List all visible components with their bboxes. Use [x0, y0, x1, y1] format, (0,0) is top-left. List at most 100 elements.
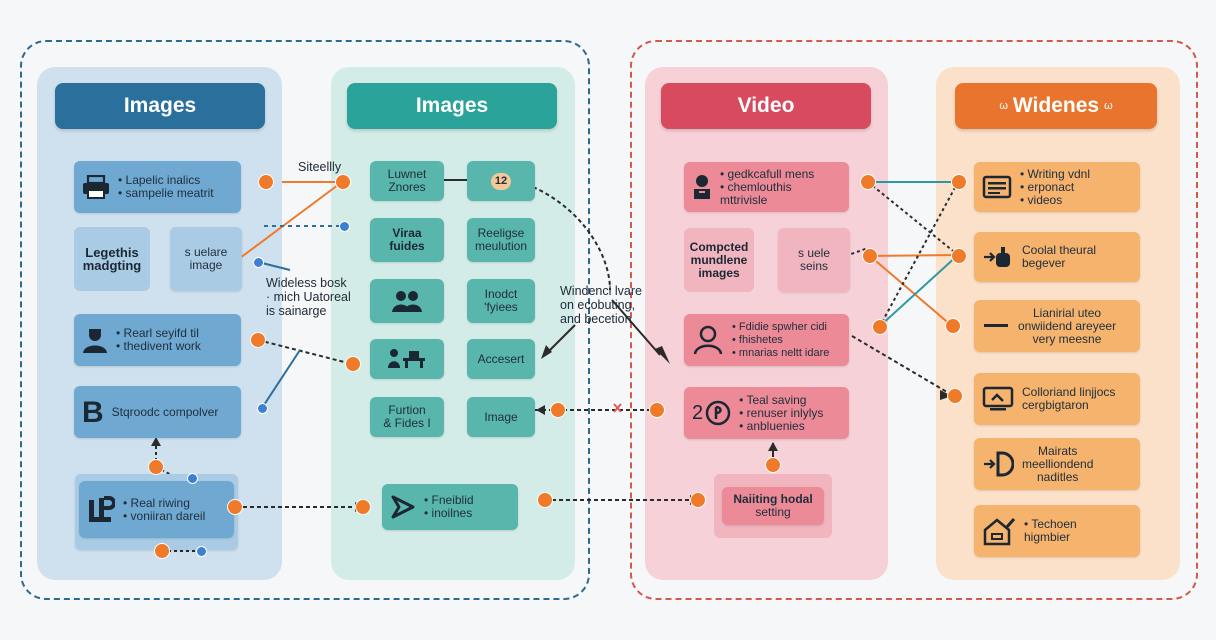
- header-prefix: ω: [999, 100, 1008, 112]
- card-line: • renuser inlylys: [739, 405, 824, 420]
- connector-node[interactable]: [148, 459, 164, 475]
- card-fneiblid[interactable]: • Fneiblid• inoilnes: [382, 484, 518, 530]
- card-furtion[interactable]: Furtion& Fides I: [370, 397, 444, 437]
- connector-node[interactable]: [862, 248, 878, 264]
- card-inodct[interactable]: Inodct'fyiees: [467, 279, 535, 323]
- card-writing[interactable]: • Writing vdnl• erponact• videos: [974, 162, 1140, 212]
- connector-node[interactable]: [649, 402, 665, 418]
- home-edit-icon: [982, 516, 1016, 546]
- connector-node[interactable]: [550, 402, 566, 418]
- card-line: meelliondend: [1022, 456, 1094, 471]
- card-line: & Fides I: [383, 416, 431, 430]
- coin-number: 2: [692, 401, 704, 424]
- card-line: begever: [1022, 256, 1066, 270]
- header-title: Video: [737, 94, 795, 117]
- annotation-line: Windencl lvare: [560, 284, 642, 298]
- arrow-head: [151, 437, 161, 446]
- connector-dot[interactable]: [339, 221, 350, 232]
- annotation-line: is sainarge: [266, 304, 327, 318]
- minus-icon: [982, 321, 1010, 331]
- card-presenter[interactable]: [370, 339, 444, 379]
- connector-node[interactable]: [872, 319, 888, 335]
- connector-node[interactable]: [258, 174, 274, 190]
- card-b-letter[interactable]: B Stqroodc compolver: [74, 386, 241, 438]
- card-line: • chemlouthis: [720, 179, 792, 194]
- connector-node[interactable]: [335, 174, 351, 190]
- monitor-icon: [982, 386, 1014, 412]
- connector-node[interactable]: [690, 492, 706, 508]
- connector-node[interactable]: [860, 174, 876, 190]
- connector-node[interactable]: [945, 318, 961, 334]
- connector-dot[interactable]: [196, 546, 207, 557]
- connector-node[interactable]: [355, 499, 371, 515]
- connector-node[interactable]: [250, 332, 266, 348]
- card-line: setting: [755, 505, 791, 519]
- connector-line: [869, 255, 953, 327]
- card-line: s uelare: [184, 245, 228, 259]
- card-line: • Lapelic inalics: [118, 173, 201, 187]
- card-teal-saving[interactable]: 2 • Teal saving• renuser inlylys• anblue…: [684, 387, 849, 439]
- card-printer[interactable]: • Lapelic inalics• sampelie meatrit: [74, 161, 241, 213]
- connector-dot[interactable]: [257, 403, 268, 414]
- card-legethis[interactable]: Legethis madgting: [74, 227, 150, 291]
- card-line: Inodct: [484, 287, 518, 301]
- presenter-icon: [387, 348, 427, 370]
- card-real-riwing[interactable]: • Real riwing• voniiran dareil: [79, 481, 234, 538]
- connector-line: [261, 349, 301, 409]
- connector-node[interactable]: [537, 492, 553, 508]
- connector-dot[interactable]: [253, 257, 264, 268]
- card-fdidie[interactable]: • Fdidie spwher cidi• fhishetes• mnarias…: [684, 314, 849, 366]
- card-line: • thedivent work: [116, 339, 201, 353]
- card-person[interactable]: • Rearl seyifd til• thedivent work: [74, 314, 241, 366]
- card-line: Luwnet: [387, 167, 427, 181]
- annotation-line: on ecobuting,: [560, 298, 636, 312]
- header-widenes: ω Widenes ω: [955, 83, 1157, 129]
- card-accesert[interactable]: Accesert: [467, 339, 535, 379]
- arrow-head: [940, 390, 952, 400]
- connector-line: [239, 181, 343, 259]
- card-image[interactable]: Image: [467, 397, 535, 437]
- letter-b-icon: B: [82, 395, 104, 429]
- card-line: onwiidend areyeer: [1018, 318, 1117, 333]
- play-arrow-icon: [390, 495, 416, 519]
- arrow-head: [536, 405, 545, 415]
- connector-node[interactable]: [947, 388, 963, 404]
- card-line: • erponact: [1020, 179, 1075, 194]
- header-images-2: Images: [347, 83, 557, 129]
- card-badge[interactable]: 12: [467, 161, 535, 201]
- share-arrow-icon: [982, 450, 1014, 478]
- card-line: • inoilnes: [424, 506, 473, 520]
- arrow-head: [655, 346, 670, 364]
- connector-node[interactable]: [227, 499, 243, 515]
- card-line: images: [698, 265, 740, 280]
- connector-node[interactable]: [154, 543, 170, 559]
- connector-node[interactable]: [765, 457, 781, 473]
- connector-node[interactable]: [951, 248, 967, 264]
- card-line: fuides: [389, 239, 425, 253]
- annotation-wideless: Wideless bosk · mich Uatoreal is sainarg…: [266, 276, 351, 318]
- header-video: Video: [661, 83, 871, 129]
- connector-node[interactable]: [951, 174, 967, 190]
- card-line: 'fyiees: [484, 300, 518, 314]
- card-group[interactable]: [370, 279, 444, 323]
- header-suffix: ω: [1104, 100, 1113, 112]
- connector-dot[interactable]: [187, 473, 198, 484]
- document-list-icon: [982, 175, 1012, 199]
- card-line: mttrivisle: [720, 192, 768, 207]
- connector-node[interactable]: [345, 356, 361, 372]
- annotation-siteelly: Siteellly: [298, 160, 342, 174]
